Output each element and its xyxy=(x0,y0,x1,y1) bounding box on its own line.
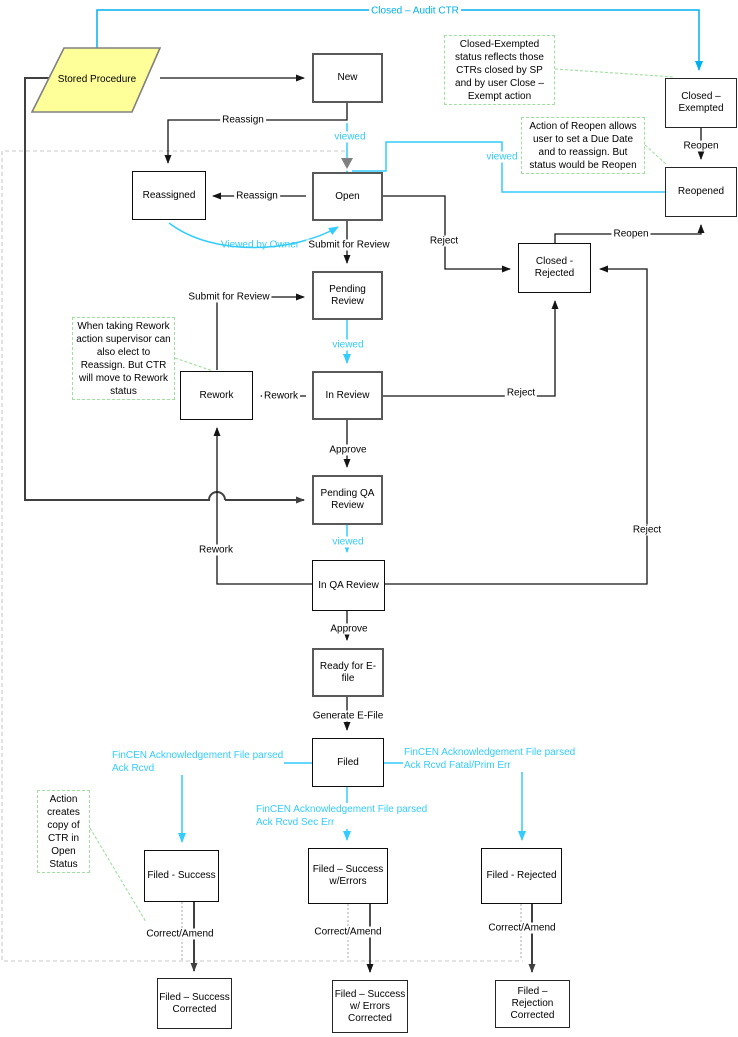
stored-procedure-label: Stored Procedure xyxy=(57,74,137,85)
note-reopen: Action of Reopen allows user to set a Du… xyxy=(521,117,645,174)
fincen-ack-line1: FinCEN Acknowledgement File parsed xyxy=(112,750,284,761)
edge-label-viewed-by-owner: Viewed by Owner xyxy=(220,239,300,251)
state-filed-success-corrected: Filed – Success Corrected xyxy=(157,978,232,1029)
fincen-fatal-line1: FinCEN Acknowledgement File parsed xyxy=(404,747,576,758)
edge-label-reassign-from-new: Reassign xyxy=(220,114,266,126)
state-rework: Rework xyxy=(180,371,253,420)
edge-rework-to-pending-review xyxy=(216,293,305,370)
note-connectors xyxy=(89,68,675,923)
cyan-connectors xyxy=(168,123,665,843)
state-filed-success-w-errors-corrected: Filed – Success w/ Errors Corrected xyxy=(332,980,408,1033)
note-closed-exempted: Closed-Exempted status reflects those CT… xyxy=(444,35,555,105)
fincen-sec-line2: Ack Rcvd Sec Err xyxy=(256,817,335,828)
gray-arrowhead xyxy=(341,158,353,169)
edge-label-fincen-ack-rcvd: FinCEN Acknowledgement File parsed Ack R… xyxy=(111,749,285,775)
state-new: New xyxy=(312,53,383,103)
dashed-region-border xyxy=(1,150,523,962)
edge-in-review-reject xyxy=(383,300,559,397)
edge-label-approve-in-review: Approve xyxy=(327,444,369,456)
edge-new-to-reassigned xyxy=(164,103,348,164)
edge-label-reject-in-qa: Reject xyxy=(630,524,664,536)
state-open: Open xyxy=(312,172,383,221)
state-in-qa-review: In QA Review xyxy=(312,560,385,611)
fincen-sec-line1: FinCEN Acknowledgement File parsed xyxy=(256,804,428,815)
edge-label-fincen-ack-fatal: FinCEN Acknowledgement File parsed Ack R… xyxy=(403,746,577,772)
edge-label-submit-from-rework: Submit for Review xyxy=(186,291,272,303)
edge-label-submit-from-open: Submit for Review xyxy=(306,239,392,251)
edge-label-viewed-reopened-open: viewed xyxy=(484,151,520,163)
edge-label-closed-audit-ctr: Closed – Audit CTR xyxy=(369,5,461,17)
state-pending-review: Pending Review xyxy=(312,271,383,320)
edge-label-viewed-new-open: viewed xyxy=(332,131,368,143)
edge-viewed-by-owner-curve xyxy=(168,222,339,249)
edge-in-qa-reject xyxy=(385,265,648,585)
edge-in-qa-to-rework xyxy=(213,427,312,585)
state-reopened: Reopened xyxy=(665,167,737,217)
stored-procedure-shape xyxy=(30,47,162,113)
edge-label-rework-in-qa: Rework xyxy=(197,544,235,556)
state-filed-rejected: Filed - Rejected xyxy=(481,848,562,904)
edge-sp-to-pending-qa xyxy=(24,77,226,501)
note-open-copy: Action creates copy of CTR in Open Statu… xyxy=(37,790,90,873)
edge-open-reject xyxy=(383,195,511,273)
edge-label-generate-efile: Generate E-File xyxy=(310,710,386,722)
state-filed-rejection-corrected: Filed – Rejection Corrected xyxy=(495,980,570,1028)
edge-label-viewed-pending-in-review: viewed xyxy=(330,339,366,351)
state-in-review: In Review xyxy=(312,371,383,420)
fincen-fatal-line2: Ack Rcvd Fatal/Prim Err xyxy=(404,760,511,771)
state-ready-for-efile: Ready for E-file xyxy=(312,648,384,697)
edge-reopened-viewed-open xyxy=(352,141,665,193)
edge-label-correct-amend-rejected: Correct/Amend xyxy=(486,922,558,934)
gray-connectors xyxy=(24,77,536,973)
edge-label-reject-in-review: Reject xyxy=(504,387,538,399)
edge-label-reopen-closed-exempted: Reopen xyxy=(681,140,721,152)
edge-label-rework-from-in-review: Rework xyxy=(262,390,300,402)
state-filed-success-w-errors: Filed – Success w/Errors xyxy=(308,848,388,904)
note-rework: When taking Rework action supervisor can… xyxy=(72,317,175,400)
state-pending-qa-review: Pending QA Review xyxy=(312,475,383,525)
edge-label-reject-from-open: Reject xyxy=(427,235,461,247)
edge-label-reassign-from-open: Reassign xyxy=(234,190,280,202)
edge-label-reopen-closed-rejected: Reopen xyxy=(611,228,651,240)
state-filed-success: Filed - Success xyxy=(144,850,219,902)
fincen-ack-line2: Ack Rcvd xyxy=(112,763,155,774)
state-reassigned: Reassigned xyxy=(132,171,206,220)
edge-label-correct-amend-errors: Correct/Amend xyxy=(312,926,384,938)
edge-label-fincen-ack-sec-err: FinCEN Acknowledgement File parsed Ack R… xyxy=(255,803,429,829)
state-filed: Filed xyxy=(312,738,384,787)
black-connectors xyxy=(160,74,705,973)
edge-label-viewed-pending-qa-in-qa: viewed xyxy=(330,536,366,548)
edge-label-approve-in-qa: Approve xyxy=(328,623,370,635)
state-closed-rejected: Closed - Rejected xyxy=(518,243,591,293)
edge-label-correct-amend-success: Correct/Amend xyxy=(144,928,216,940)
state-closed-exempted: Closed – Exempted xyxy=(665,78,737,128)
edge-closed-audit-ctr xyxy=(96,9,703,71)
